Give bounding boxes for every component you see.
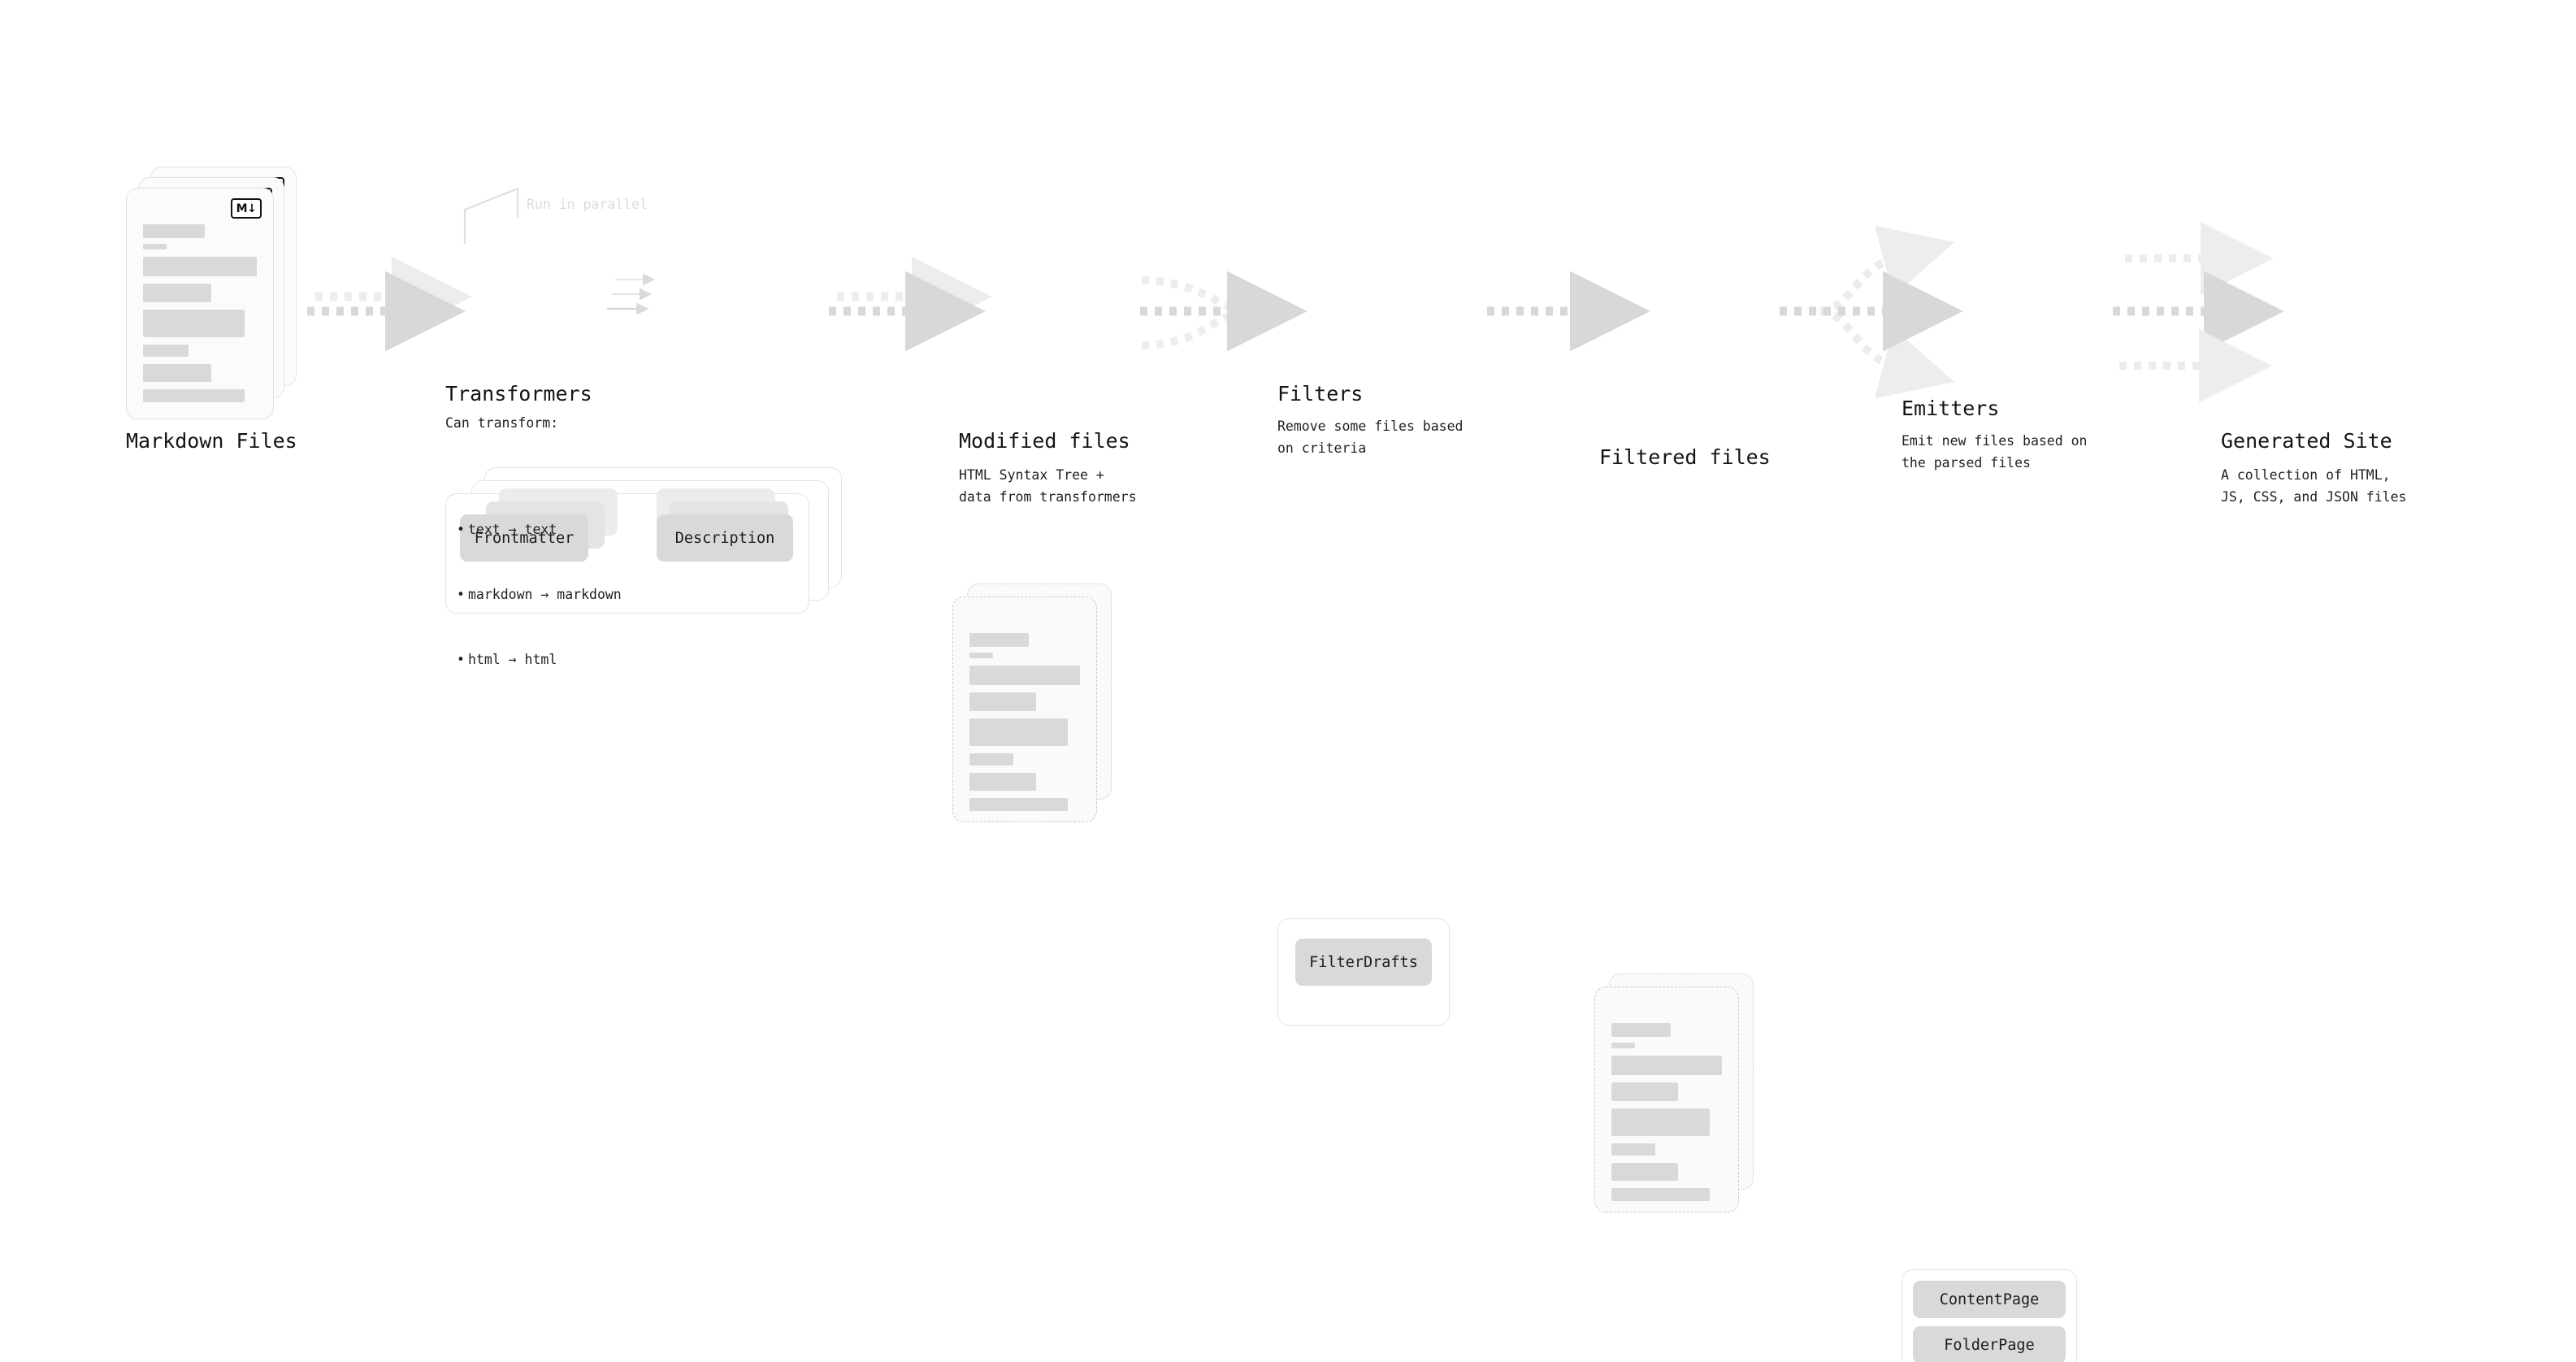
filter-item-filterdrafts[interactable]: FilterDrafts	[1295, 939, 1432, 986]
stage-transformers: Frontmatter Description	[445, 467, 852, 614]
generated-site-title: Generated Site	[2221, 429, 2392, 453]
generated-site-subtitle: A collection of HTML, JS, CSS, and JSON …	[2221, 467, 2407, 505]
connector-transformers-to-modified	[829, 256, 992, 352]
modified-files-subtitle: HTML Syntax Tree + data from transformer…	[959, 467, 1137, 505]
filters-subtitle: Remove some files based on criteria	[1277, 419, 1464, 456]
stage-filters: FilterDrafts	[1277, 918, 1456, 1040]
connector-md-to-transformers	[307, 256, 472, 352]
markdown-badge: M↓	[231, 198, 262, 219]
transformers-subtitle: Can transform:	[445, 415, 559, 431]
modified-files-title: Modified files	[959, 429, 1130, 453]
stage-filtered-files	[1594, 974, 1781, 1234]
markdown-files-title: Markdown Files	[126, 429, 297, 453]
connectors-layer	[307, 187, 2284, 402]
transformer-bullet-2: html → html	[457, 649, 622, 671]
connector-modified-to-filters	[1140, 271, 1308, 352]
filters-title: Filters	[1277, 382, 1364, 406]
filtered-card-front[interactable]	[1594, 987, 1739, 1212]
emitters-subtitle: Emit new files based on the parsed files	[1902, 433, 2088, 471]
transformers-bullets: text → text markdown → markdown html → h…	[455, 432, 622, 758]
transformer-inner-arrows	[607, 273, 656, 315]
markdown-card-front[interactable]: M↓	[126, 188, 274, 419]
modified-card-front[interactable]	[952, 596, 1097, 822]
transformer-item-description[interactable]: Description	[657, 514, 793, 562]
modified-skeleton	[969, 633, 1080, 818]
stage-emitters: ContentPage FolderPage ContentIndex	[1902, 1269, 2097, 1362]
emitter-item-contentpage[interactable]: ContentPage	[1913, 1281, 2066, 1318]
transformer-bullet-1: markdown → markdown	[457, 584, 622, 606]
pipeline-diagram: M↓ M↓ M↓ Markdown Files Frontm	[0, 0, 2576, 681]
filtered-skeleton	[1611, 1023, 1722, 1208]
run-in-parallel-label: Run in parallel	[527, 197, 648, 212]
emitters-title: Emitters	[1902, 397, 2000, 420]
transformers-title: Transformers	[445, 382, 592, 406]
filtered-files-title: Filtered files	[1599, 445, 1771, 469]
run-in-parallel-bracket	[463, 187, 519, 244]
stage-modified-files	[952, 583, 1139, 844]
connector-filtered-to-emitters	[1780, 225, 1963, 399]
connector-emitters-to-site	[2113, 222, 2284, 402]
transformer-bullet-0: text → text	[457, 519, 622, 541]
markdown-skeleton	[143, 224, 257, 410]
stage-markdown-files: M↓ M↓ M↓	[126, 167, 313, 427]
emitter-item-folderpage[interactable]: FolderPage	[1913, 1326, 2066, 1362]
